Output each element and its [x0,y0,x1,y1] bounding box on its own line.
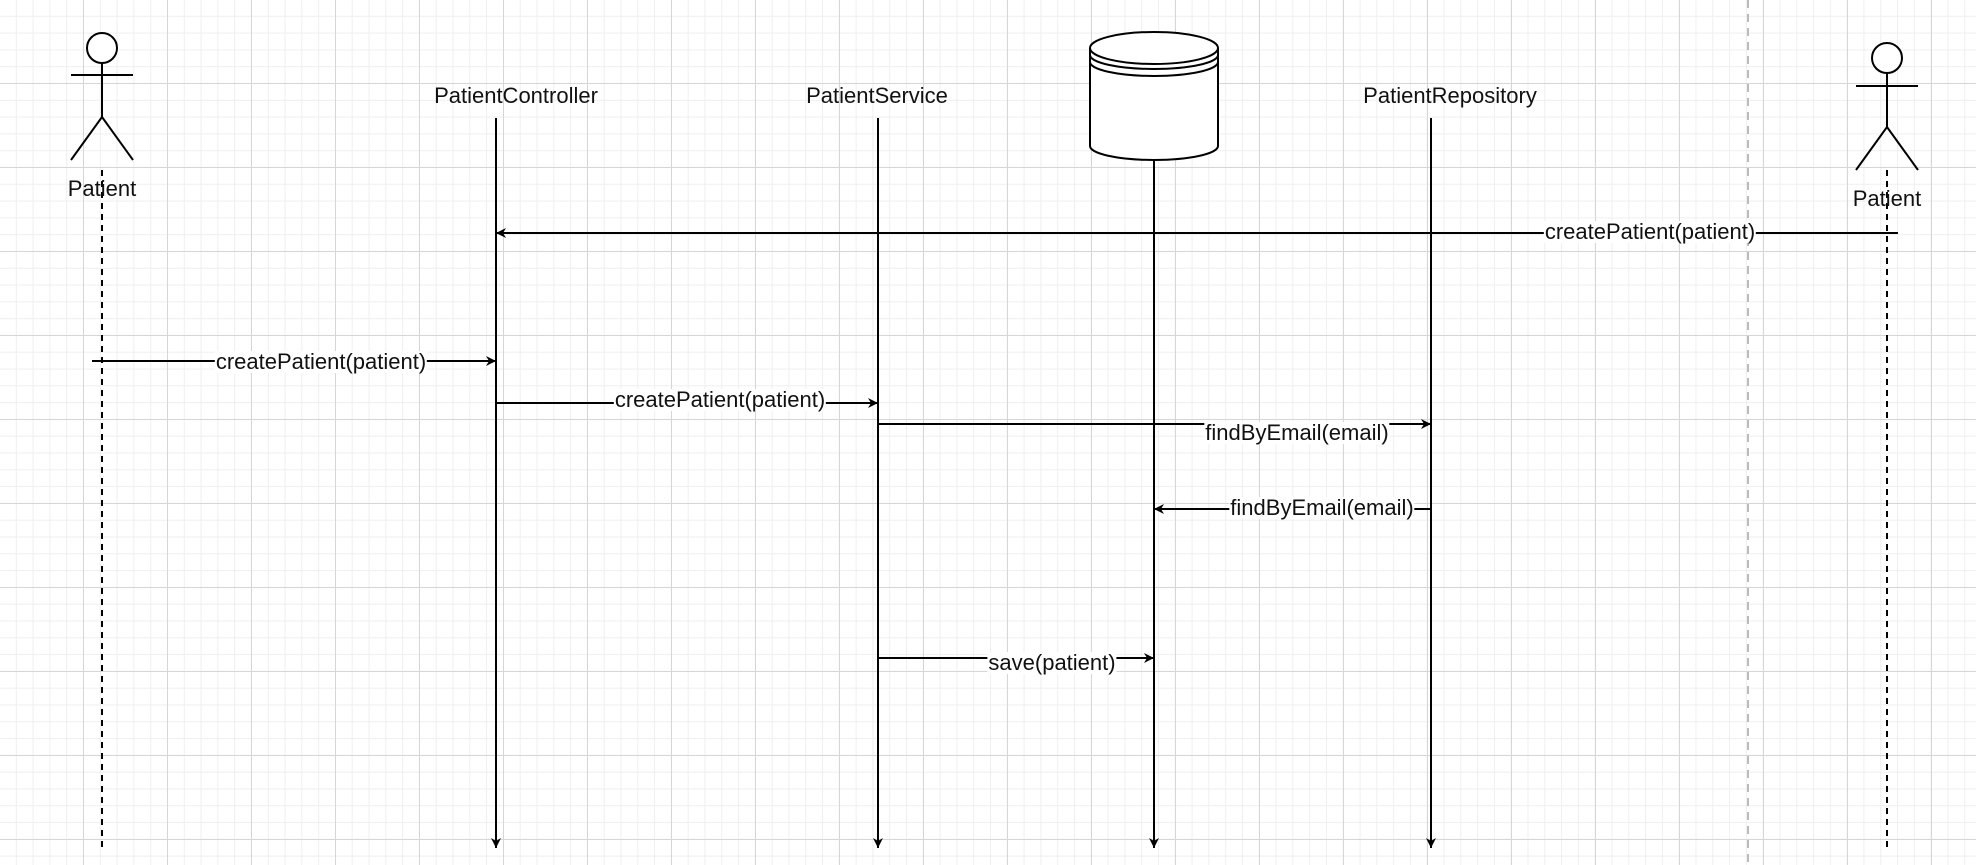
database-icon[interactable] [1089,31,1219,161]
actor-left-figure[interactable] [70,32,134,161]
message-label-3: createPatient(patient) [613,387,827,412]
service-header-label: PatientService [806,83,948,108]
repository-header-label: PatientRepository [1363,83,1537,108]
actor-right-figure[interactable] [1855,42,1919,171]
message-label-4: findByEmail(email) [1204,420,1390,445]
message-label-1: createPatient(patient) [1543,219,1757,244]
actor-right-label: Patient [1852,186,1922,211]
controller-header-label: PatientController [434,83,598,108]
actor-left-label: Patient [67,176,137,201]
message-label-5: findByEmail(email) [1229,495,1415,520]
message-label-2: createPatient(patient) [214,349,428,374]
message-label-6: save(patient) [987,650,1117,675]
